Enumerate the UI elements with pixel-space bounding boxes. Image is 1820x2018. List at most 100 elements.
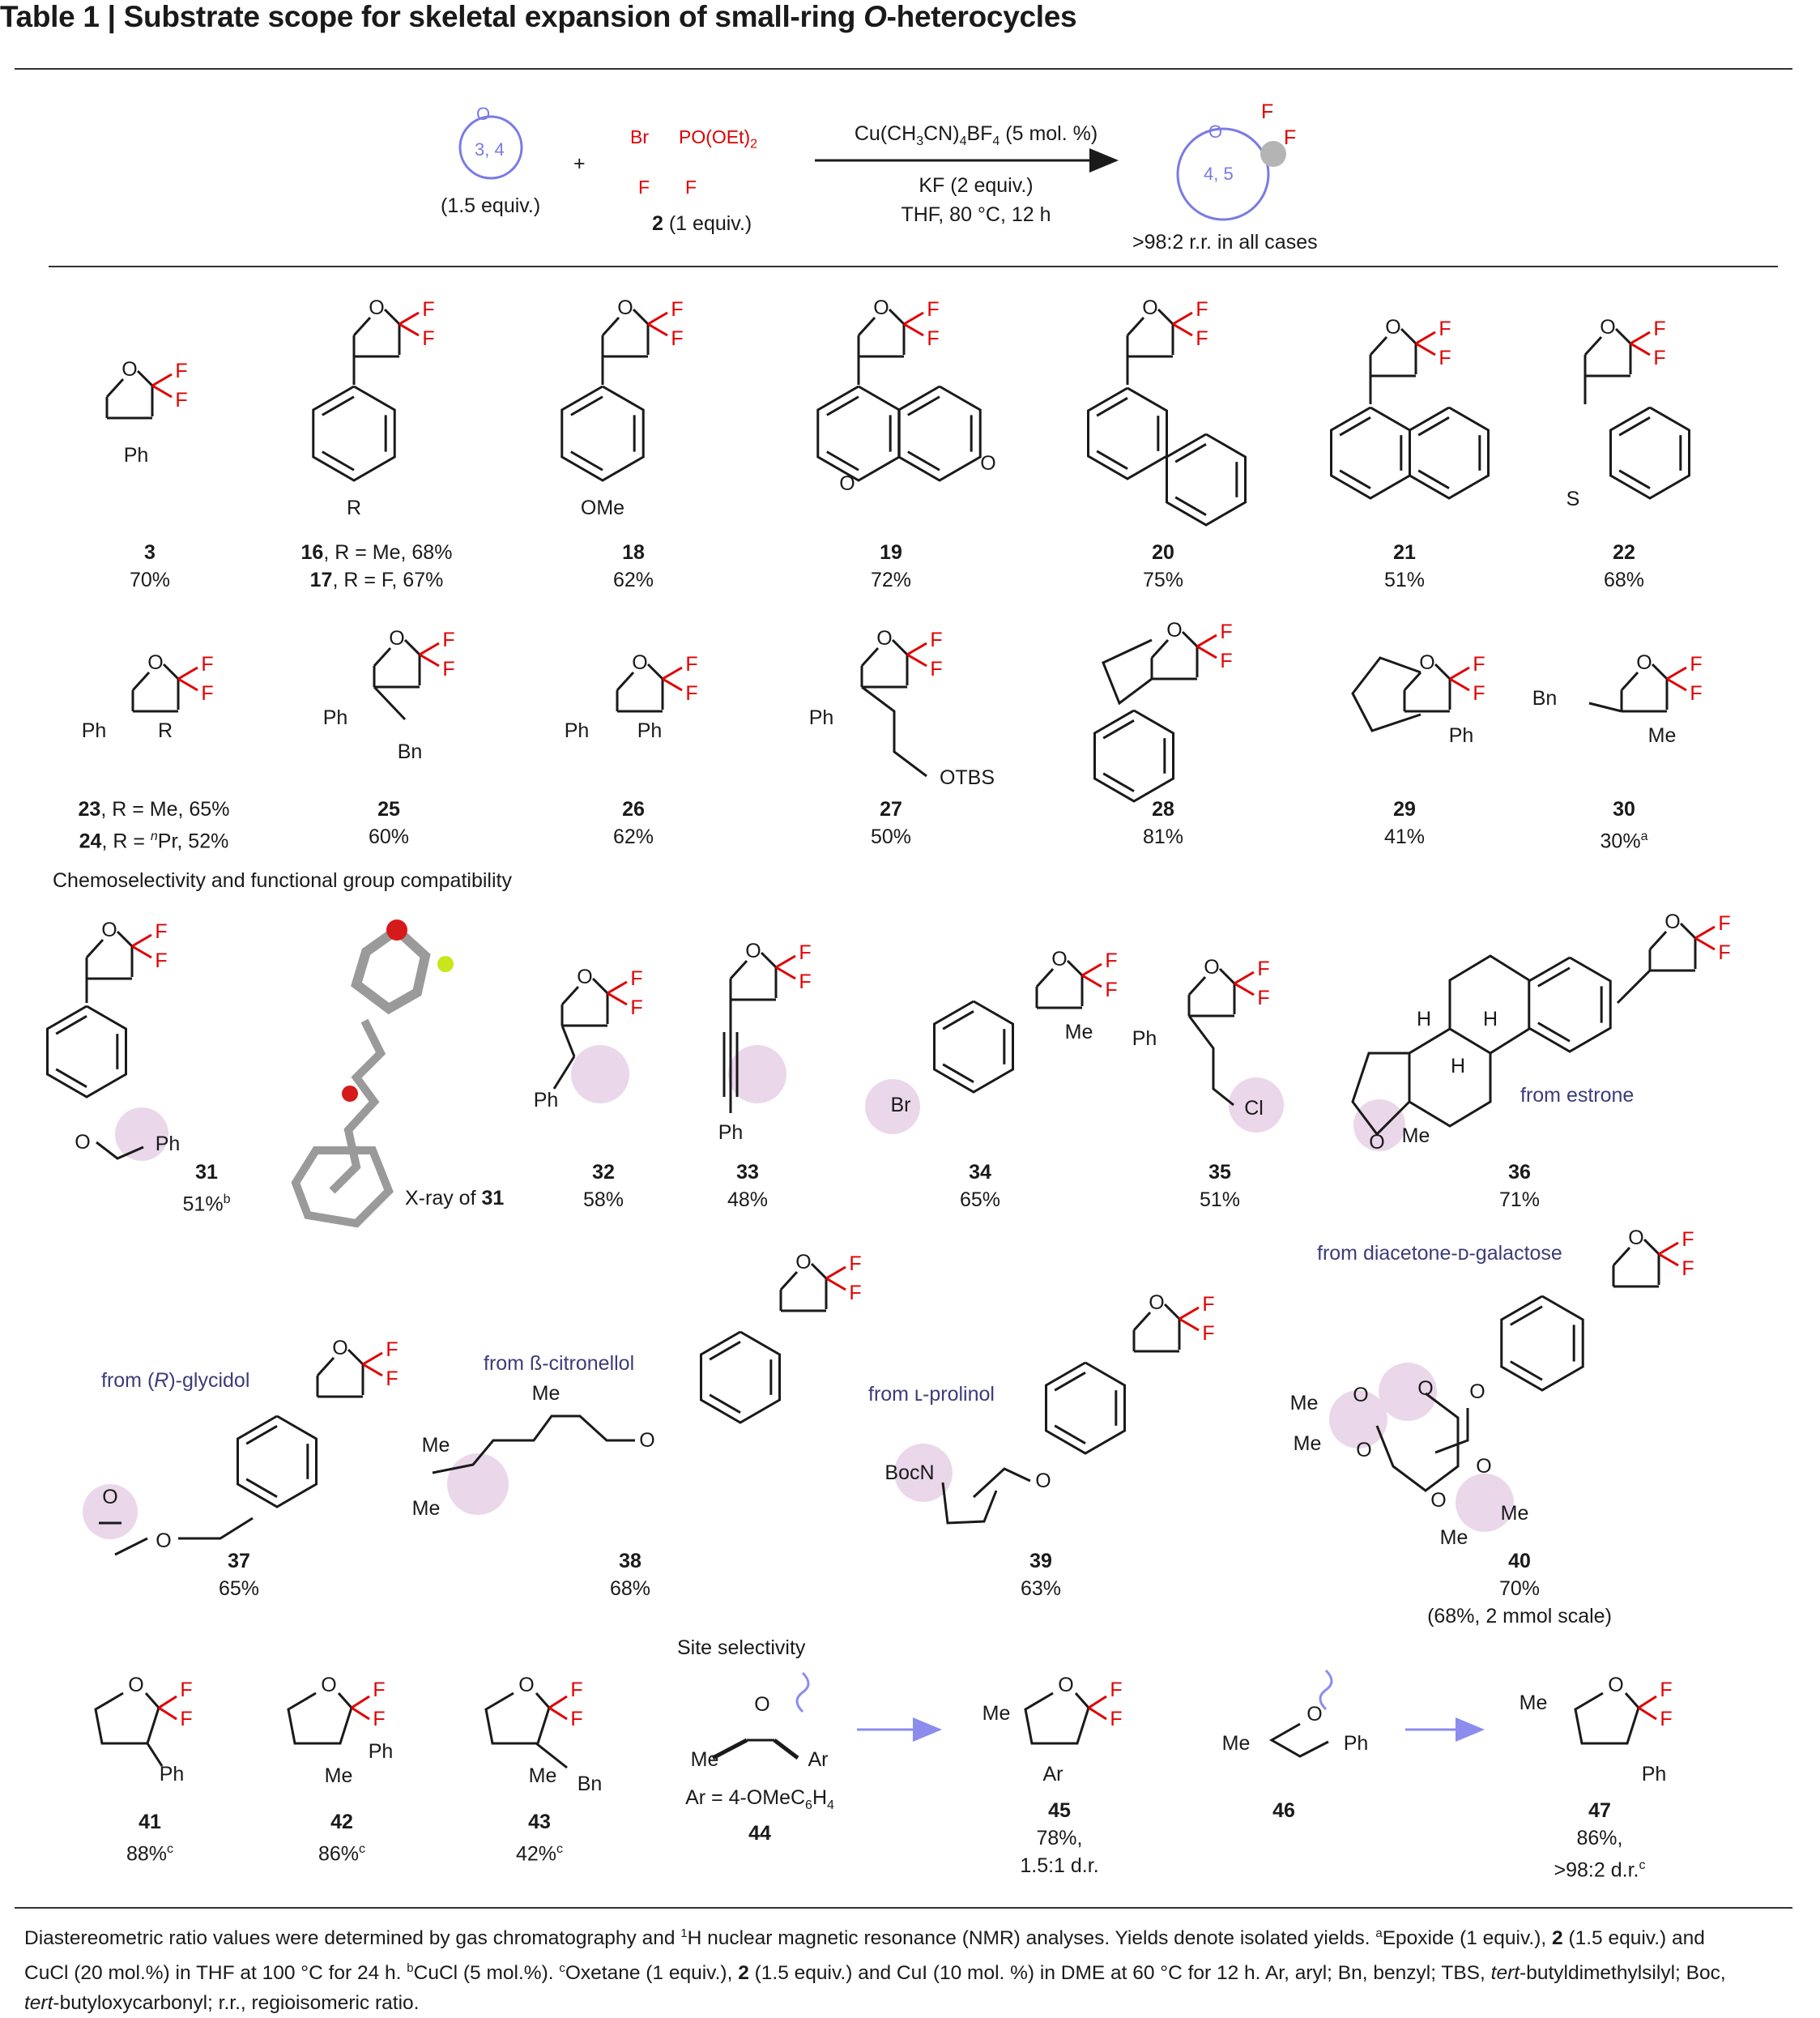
fluorine-atom: F — [180, 1679, 192, 1701]
source-glycidol: from (R)-glycidol — [101, 1369, 250, 1392]
oxygen-atom: O — [1051, 948, 1067, 971]
atom-ph: Ph — [1449, 724, 1474, 747]
oxygen-atom: O — [1166, 619, 1182, 642]
table-title: Table 1 | Substrate scope for skeletal e… — [0, 0, 1077, 33]
base-text: KF (2 equiv.) — [919, 174, 1034, 197]
footnote: Diastereometric ratio values were determ… — [24, 1918, 1798, 2018]
fluorine-atom: F — [1220, 650, 1232, 672]
fluorine-atom: F — [849, 1282, 861, 1304]
fluorine-atom: F — [799, 941, 811, 964]
fluorine-atom: F — [1202, 1293, 1214, 1316]
fluorine-atom: F — [1105, 949, 1117, 972]
fluorine-atom: F — [442, 629, 454, 651]
atom-r: R — [347, 497, 361, 519]
atom-o: O — [1476, 1455, 1491, 1478]
fluorine-atom: F — [180, 1708, 192, 1730]
atom-o: O — [754, 1693, 769, 1716]
atom-ph: Ph — [160, 1763, 185, 1785]
fluorine-atom: F — [386, 1338, 398, 1361]
reagent-f1: F — [638, 177, 650, 198]
atom-me: Me — [1501, 1502, 1529, 1525]
atom-me: Me — [1440, 1526, 1468, 1549]
fluorine-atom: F — [1439, 347, 1451, 369]
compound-46-label: 46 — [1272, 1799, 1295, 1822]
oxygen-atom: O — [1385, 316, 1400, 339]
oxygen-atom: O — [1600, 316, 1615, 339]
atom-ph: Ph — [124, 444, 149, 467]
reagent-phosphonate: PO(OEt)2 — [679, 126, 758, 151]
ring-start-oxygen: O — [476, 104, 491, 124]
atom-ph: Ph — [534, 1089, 559, 1111]
oxygen-atom: O — [1058, 1674, 1073, 1696]
atom-me: Me — [1065, 1021, 1093, 1043]
oxygen-atom: O — [121, 358, 137, 381]
atom-o: O — [156, 1529, 171, 1552]
atom-o: O — [1369, 1131, 1384, 1154]
atom-o: O — [1469, 1380, 1485, 1403]
atom-ph: Ph — [1344, 1732, 1369, 1755]
atom-bn: Bn — [398, 740, 423, 763]
oxygen-atom: O — [389, 627, 404, 650]
fluorine-atom: F — [630, 967, 642, 990]
atom-me: Me — [691, 1748, 719, 1771]
atom-me: Me — [325, 1764, 353, 1787]
atom-o: O — [1417, 1377, 1433, 1400]
atom-bn: Bn — [578, 1773, 603, 1795]
fluorine-atom: F — [849, 1252, 861, 1275]
atom-ph: Ph — [156, 1133, 181, 1155]
highlight-circles — [83, 1045, 1514, 1539]
fluorine-atom: F — [422, 327, 434, 350]
oxygen-atom: O — [1636, 651, 1652, 674]
fluorine-atom: F — [1196, 327, 1208, 350]
atom-ph: Ph — [369, 1740, 394, 1763]
footnote-line-2: CuCl (20 mol.%) in THF at 100 °C for 24 … — [24, 1961, 1726, 1985]
ring-product-label: 4, 5 — [1204, 164, 1234, 184]
fluorine-atom: F — [1653, 318, 1665, 340]
fluorine-atom: F — [1718, 941, 1730, 964]
source-prolinol: from ʟ-prolinol — [868, 1383, 995, 1406]
fluorine-atom: F — [1439, 318, 1451, 340]
fluorine-atom: F — [930, 658, 942, 680]
xray-structure — [291, 919, 454, 1228]
fluorine-atom: F — [1690, 682, 1702, 705]
atom-otbs: OTBS — [940, 766, 995, 789]
fluorine-atom: F — [1105, 979, 1117, 1001]
fluorine-atom: F — [386, 1367, 398, 1390]
oxygen-atom: O — [1142, 297, 1157, 319]
oxygen-atom: O — [1419, 651, 1434, 674]
atom-ph: Ph — [1642, 1763, 1667, 1785]
footnote-line-1: Diastereometric ratio values were determ… — [24, 1926, 1705, 1950]
ring-start-equiv: (1.5 equiv.) — [441, 194, 541, 217]
fluorine-atom: F — [685, 653, 697, 676]
oxygen-atom: O — [1628, 1227, 1643, 1249]
ring-product-oxygen: O — [1208, 122, 1223, 142]
fluorine-atom: F — [1110, 1708, 1122, 1730]
bond-lines — [46, 308, 1716, 1769]
atom-h: H — [1451, 1055, 1465, 1077]
atom-s: S — [1566, 488, 1580, 510]
oxygen-atom: O — [147, 651, 163, 674]
atom-bocn: BocN — [884, 1461, 934, 1484]
fluorine-atom: F — [1660, 1679, 1672, 1701]
oxygen-atom: O — [321, 1674, 336, 1696]
oxygen-atom: O — [795, 1251, 811, 1274]
atom-me: Me — [532, 1382, 560, 1405]
fluorine-atom: F — [201, 653, 213, 676]
fluorine-atom: F — [373, 1679, 385, 1701]
atom-o: O — [1035, 1470, 1051, 1492]
atom-cl: Cl — [1244, 1097, 1264, 1120]
fluorine-atom: F — [422, 298, 434, 321]
fluorine-atom: F — [175, 360, 187, 382]
